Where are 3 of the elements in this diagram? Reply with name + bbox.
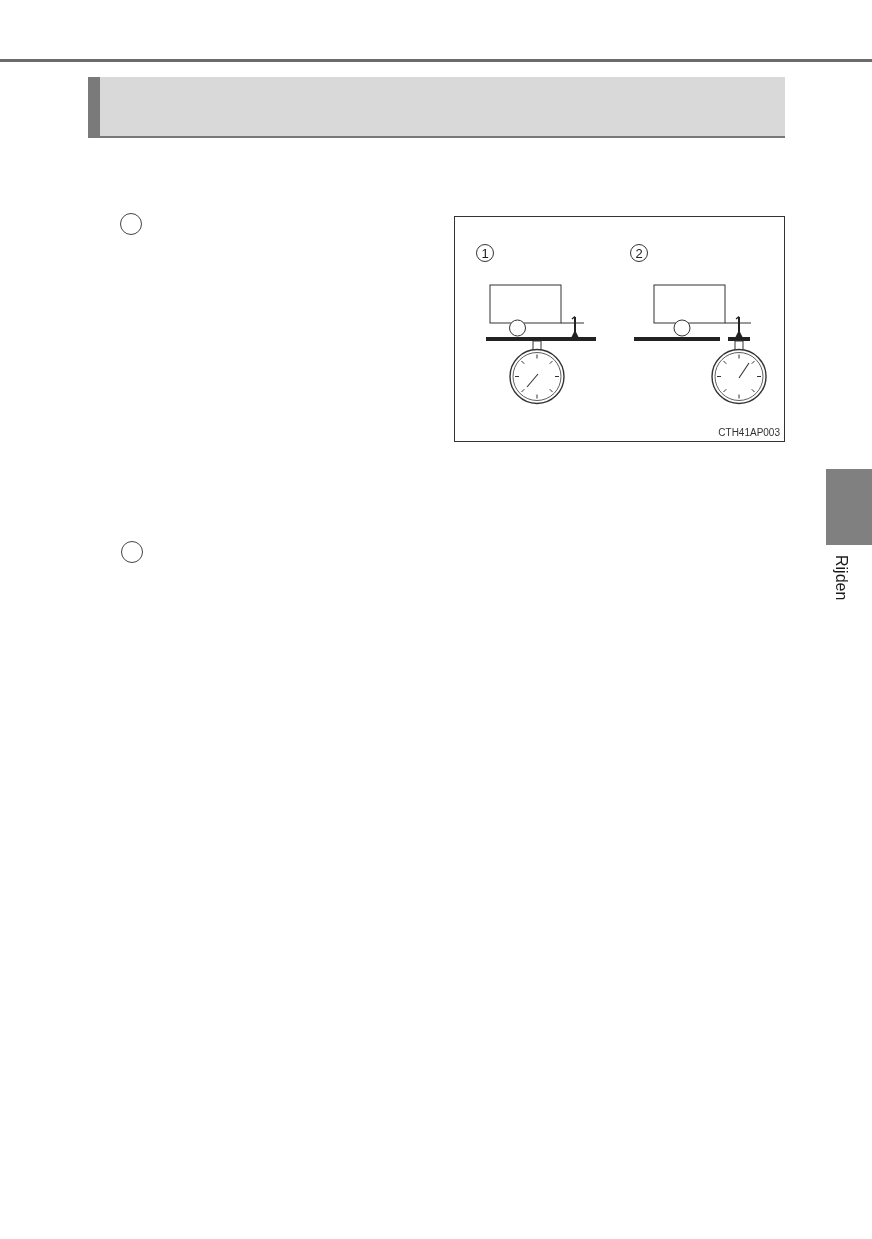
chapter-label: Rijden bbox=[832, 555, 850, 601]
chapter-tab bbox=[826, 469, 872, 545]
figure-code: CTH41AP003 bbox=[718, 427, 780, 439]
